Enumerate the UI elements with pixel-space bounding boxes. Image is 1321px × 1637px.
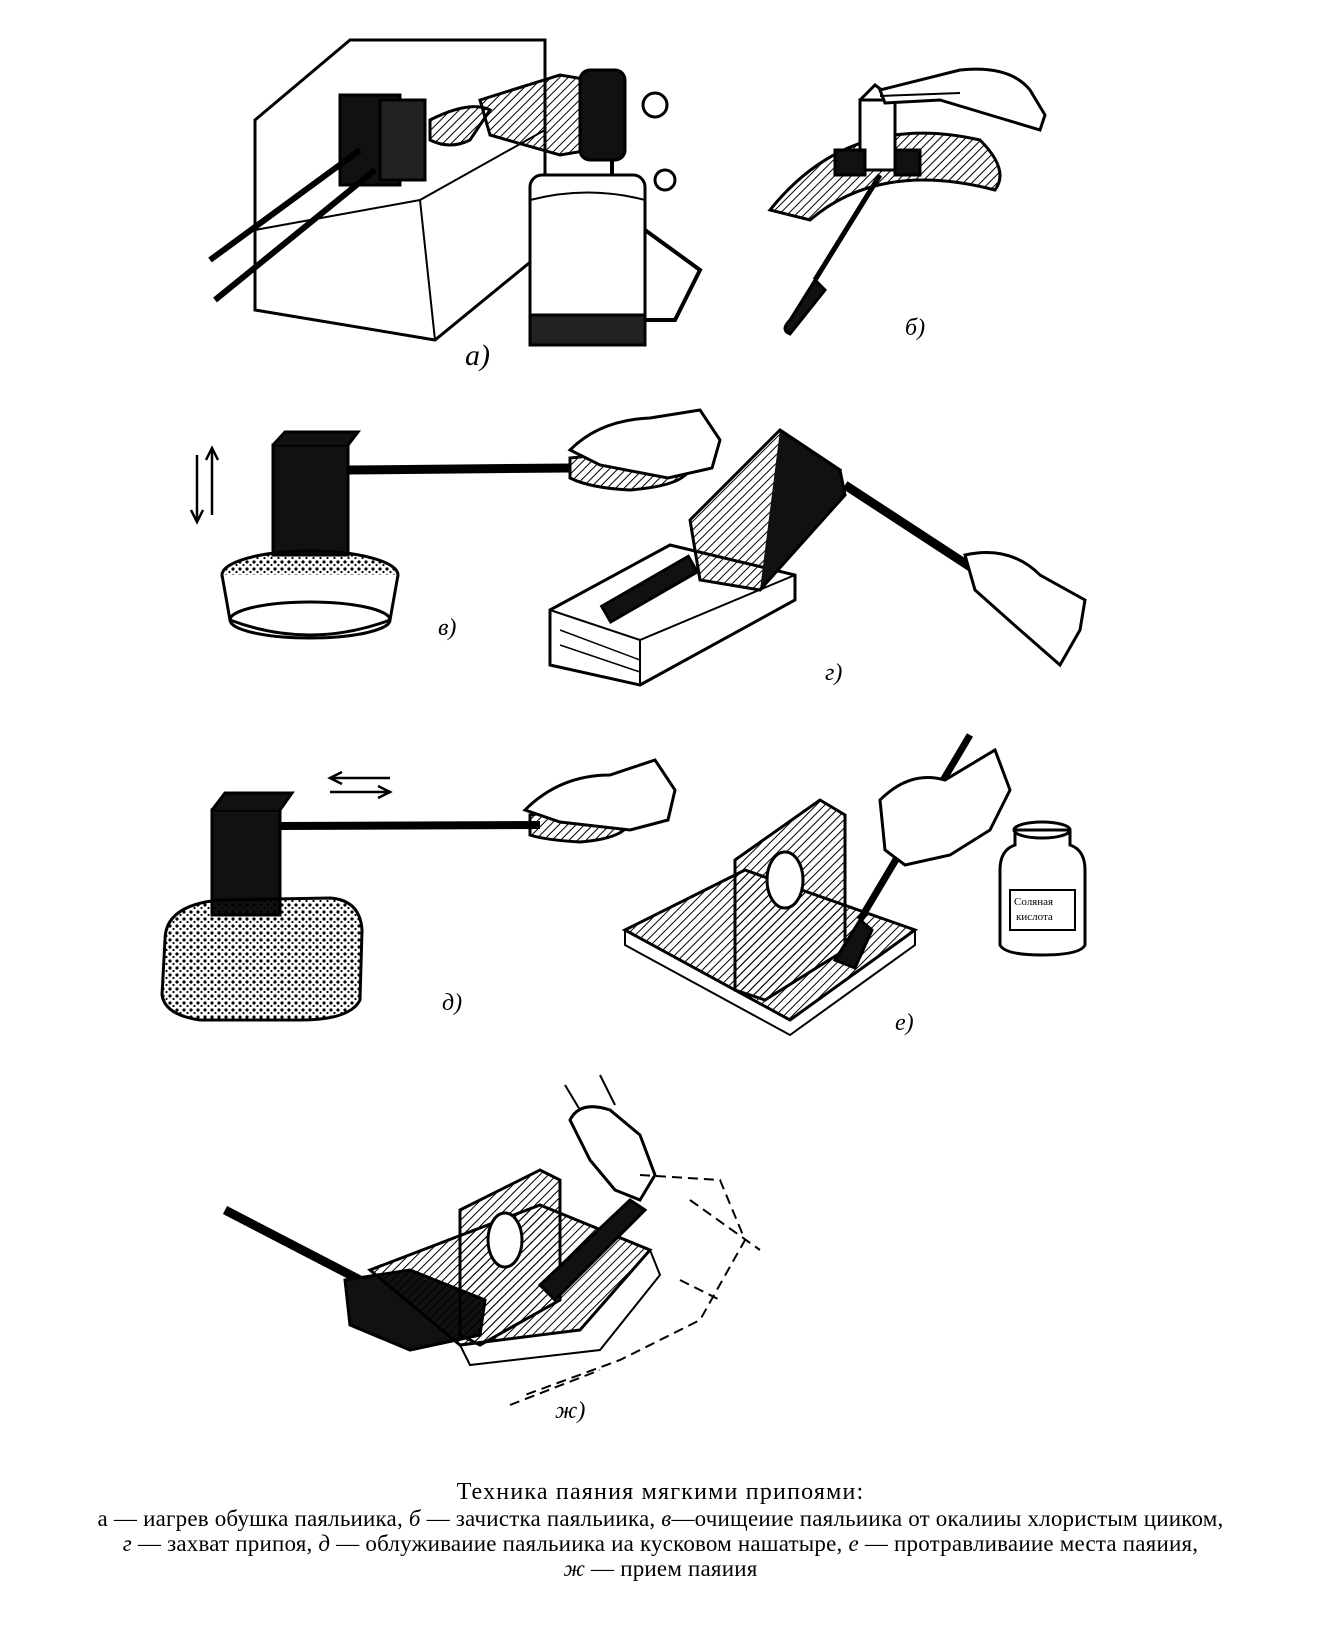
- caption-title: Техника паяния мягкими припоями:: [456, 1479, 865, 1505]
- torch-nozzle: [478, 73, 592, 157]
- panel-b-cleaning: [767, 67, 1047, 336]
- bottle-label-line1: Соляная: [1014, 896, 1053, 908]
- hand-g: [963, 551, 1087, 668]
- caption-item-e: е — протравливаиие места паяиия,: [848, 1531, 1199, 1556]
- label-zh: ж): [555, 1398, 585, 1424]
- heating-box: [253, 38, 547, 342]
- torch-head: [578, 68, 627, 162]
- caption-item-b: б — зачистка паяльиика,: [408, 1506, 662, 1531]
- panel-a-heating: [208, 38, 703, 347]
- bit-rod-zh: [222, 1206, 363, 1284]
- file: [812, 173, 883, 282]
- caption-item-g: г — захват припоя,: [122, 1531, 319, 1556]
- arrow-left-right-icon: [327, 770, 393, 800]
- panel-g-solder: [548, 428, 1087, 687]
- caption-body: а — иагрев обушка паяльиика, б — зачистк…: [0, 1506, 1321, 1581]
- bit-rod-1: [208, 147, 362, 263]
- soldering-bit-d: [210, 808, 282, 917]
- bottle-label-line2: кислота: [1016, 911, 1053, 923]
- label-e: е): [895, 1010, 914, 1036]
- label-b: б): [905, 315, 925, 341]
- caption-item-zh: ж — прием паяиия: [563, 1556, 758, 1581]
- label-v: в): [438, 615, 456, 641]
- label-d: д): [442, 990, 462, 1016]
- torch-tank: [528, 173, 647, 332]
- file-handle: [783, 277, 828, 336]
- arrow-up-down-icon: [189, 445, 220, 525]
- panel-v-zinc-chloride: [189, 408, 722, 640]
- sal-ammoniac-block: [160, 896, 364, 1022]
- panel-e-etching: [621, 733, 1087, 1037]
- plate-hole-e: [765, 850, 805, 910]
- solder-strip: [537, 1198, 648, 1303]
- flame: [428, 105, 493, 147]
- acid-bottle: [998, 820, 1087, 957]
- hand-d: [522, 758, 677, 832]
- label-g: г): [825, 660, 842, 686]
- caption-item-a: а — иагрев обушка паяльиика,: [97, 1506, 409, 1531]
- hand-zh: [568, 1105, 657, 1202]
- plate-hole-zh: [486, 1211, 524, 1269]
- torch-handle: [643, 228, 703, 322]
- label-a: а): [465, 339, 490, 372]
- bit-rod-g: [842, 481, 978, 574]
- panel-d-tinning: [160, 758, 677, 1022]
- bit-rod-2: [213, 167, 377, 303]
- figure-illustrations: а) б) в): [160, 38, 1087, 1424]
- caption-item-v: в—очищеиие паяльиика от окалииы хлористы…: [661, 1506, 1224, 1531]
- hand-e: [878, 747, 1012, 867]
- bit-rod-v: [347, 463, 571, 475]
- bit-rod-d: [279, 821, 541, 830]
- hand-v: [567, 408, 722, 480]
- panel-zh-soldering: [222, 1074, 761, 1406]
- hand-b: [877, 67, 1047, 132]
- figure-caption: Техника паяния мягкими припоями: а — иаг…: [0, 1479, 1321, 1582]
- caption-item-d: д — облуживаиие паяльиика иа кусковом на…: [318, 1531, 849, 1556]
- solder-stick: [599, 554, 700, 624]
- brush-bristles: [832, 917, 874, 970]
- soldering-bit-v: [271, 443, 350, 557]
